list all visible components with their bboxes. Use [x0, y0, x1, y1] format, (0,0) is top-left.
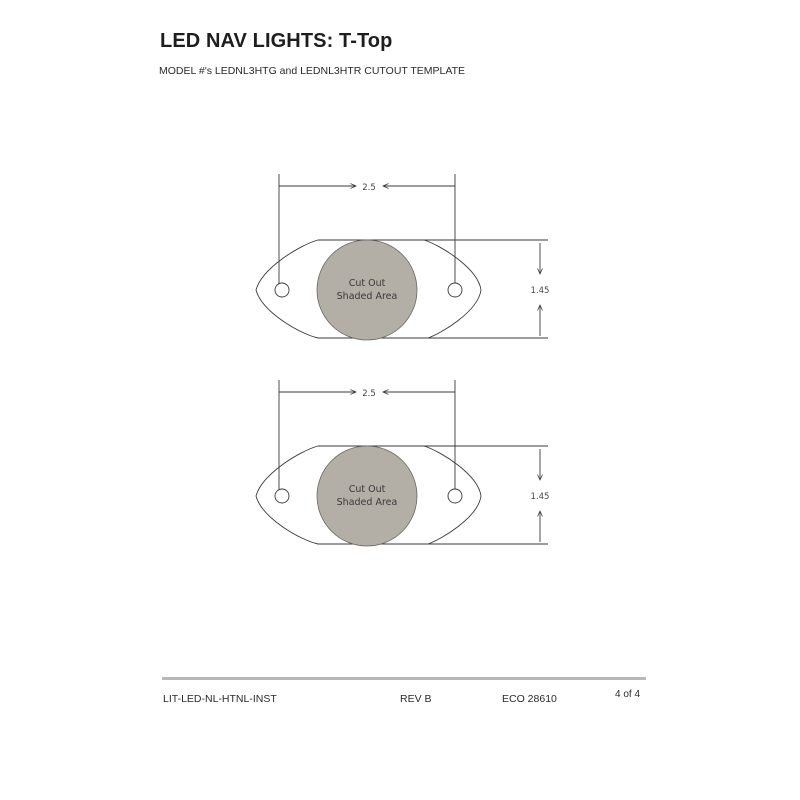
mounting-hole-right	[447, 488, 463, 504]
cutout-label-line1: Cut Out	[349, 484, 386, 495]
height-dimension	[424, 239, 548, 339]
page-subtitle: MODEL #'s LEDNL3HTG and LEDNL3HTR CUTOUT…	[159, 65, 466, 77]
mounting-hole-left	[274, 488, 290, 504]
height-dimension	[424, 445, 548, 545]
cutout-shaded-area	[316, 445, 418, 547]
mounting-hole-left	[274, 282, 290, 298]
cutout-label-line2: Shaded Area	[337, 497, 398, 508]
template-2: 2.5 Cut Out Shaded Area 1.45	[255, 380, 550, 547]
hole-spacing-label: 2.5	[362, 389, 376, 399]
height-label: 1.45	[531, 286, 550, 296]
footer-document-id: LIT-LED-NL-HTNL-INST	[163, 693, 277, 705]
hole-spacing-label: 2.5	[362, 183, 376, 193]
cutout-label-line1: Cut Out	[349, 278, 386, 289]
footer-divider	[162, 677, 646, 680]
footer-revision: REV B	[400, 693, 432, 705]
hole-spacing-dimension	[278, 380, 456, 494]
cutout-shaded-area	[316, 239, 418, 341]
page-title: LED NAV LIGHTS: T-Top	[160, 30, 393, 52]
hole-spacing-dimension	[278, 174, 456, 288]
mounting-hole-right	[447, 282, 463, 298]
template-1: 2.5 Cut Out Shaded Area 1.45	[255, 174, 550, 341]
footer-page-number: 4 of 4	[615, 689, 641, 700]
cutout-label-line2: Shaded Area	[337, 291, 398, 302]
footer-eco: ECO 28610	[502, 693, 557, 705]
height-label: 1.45	[531, 492, 550, 502]
